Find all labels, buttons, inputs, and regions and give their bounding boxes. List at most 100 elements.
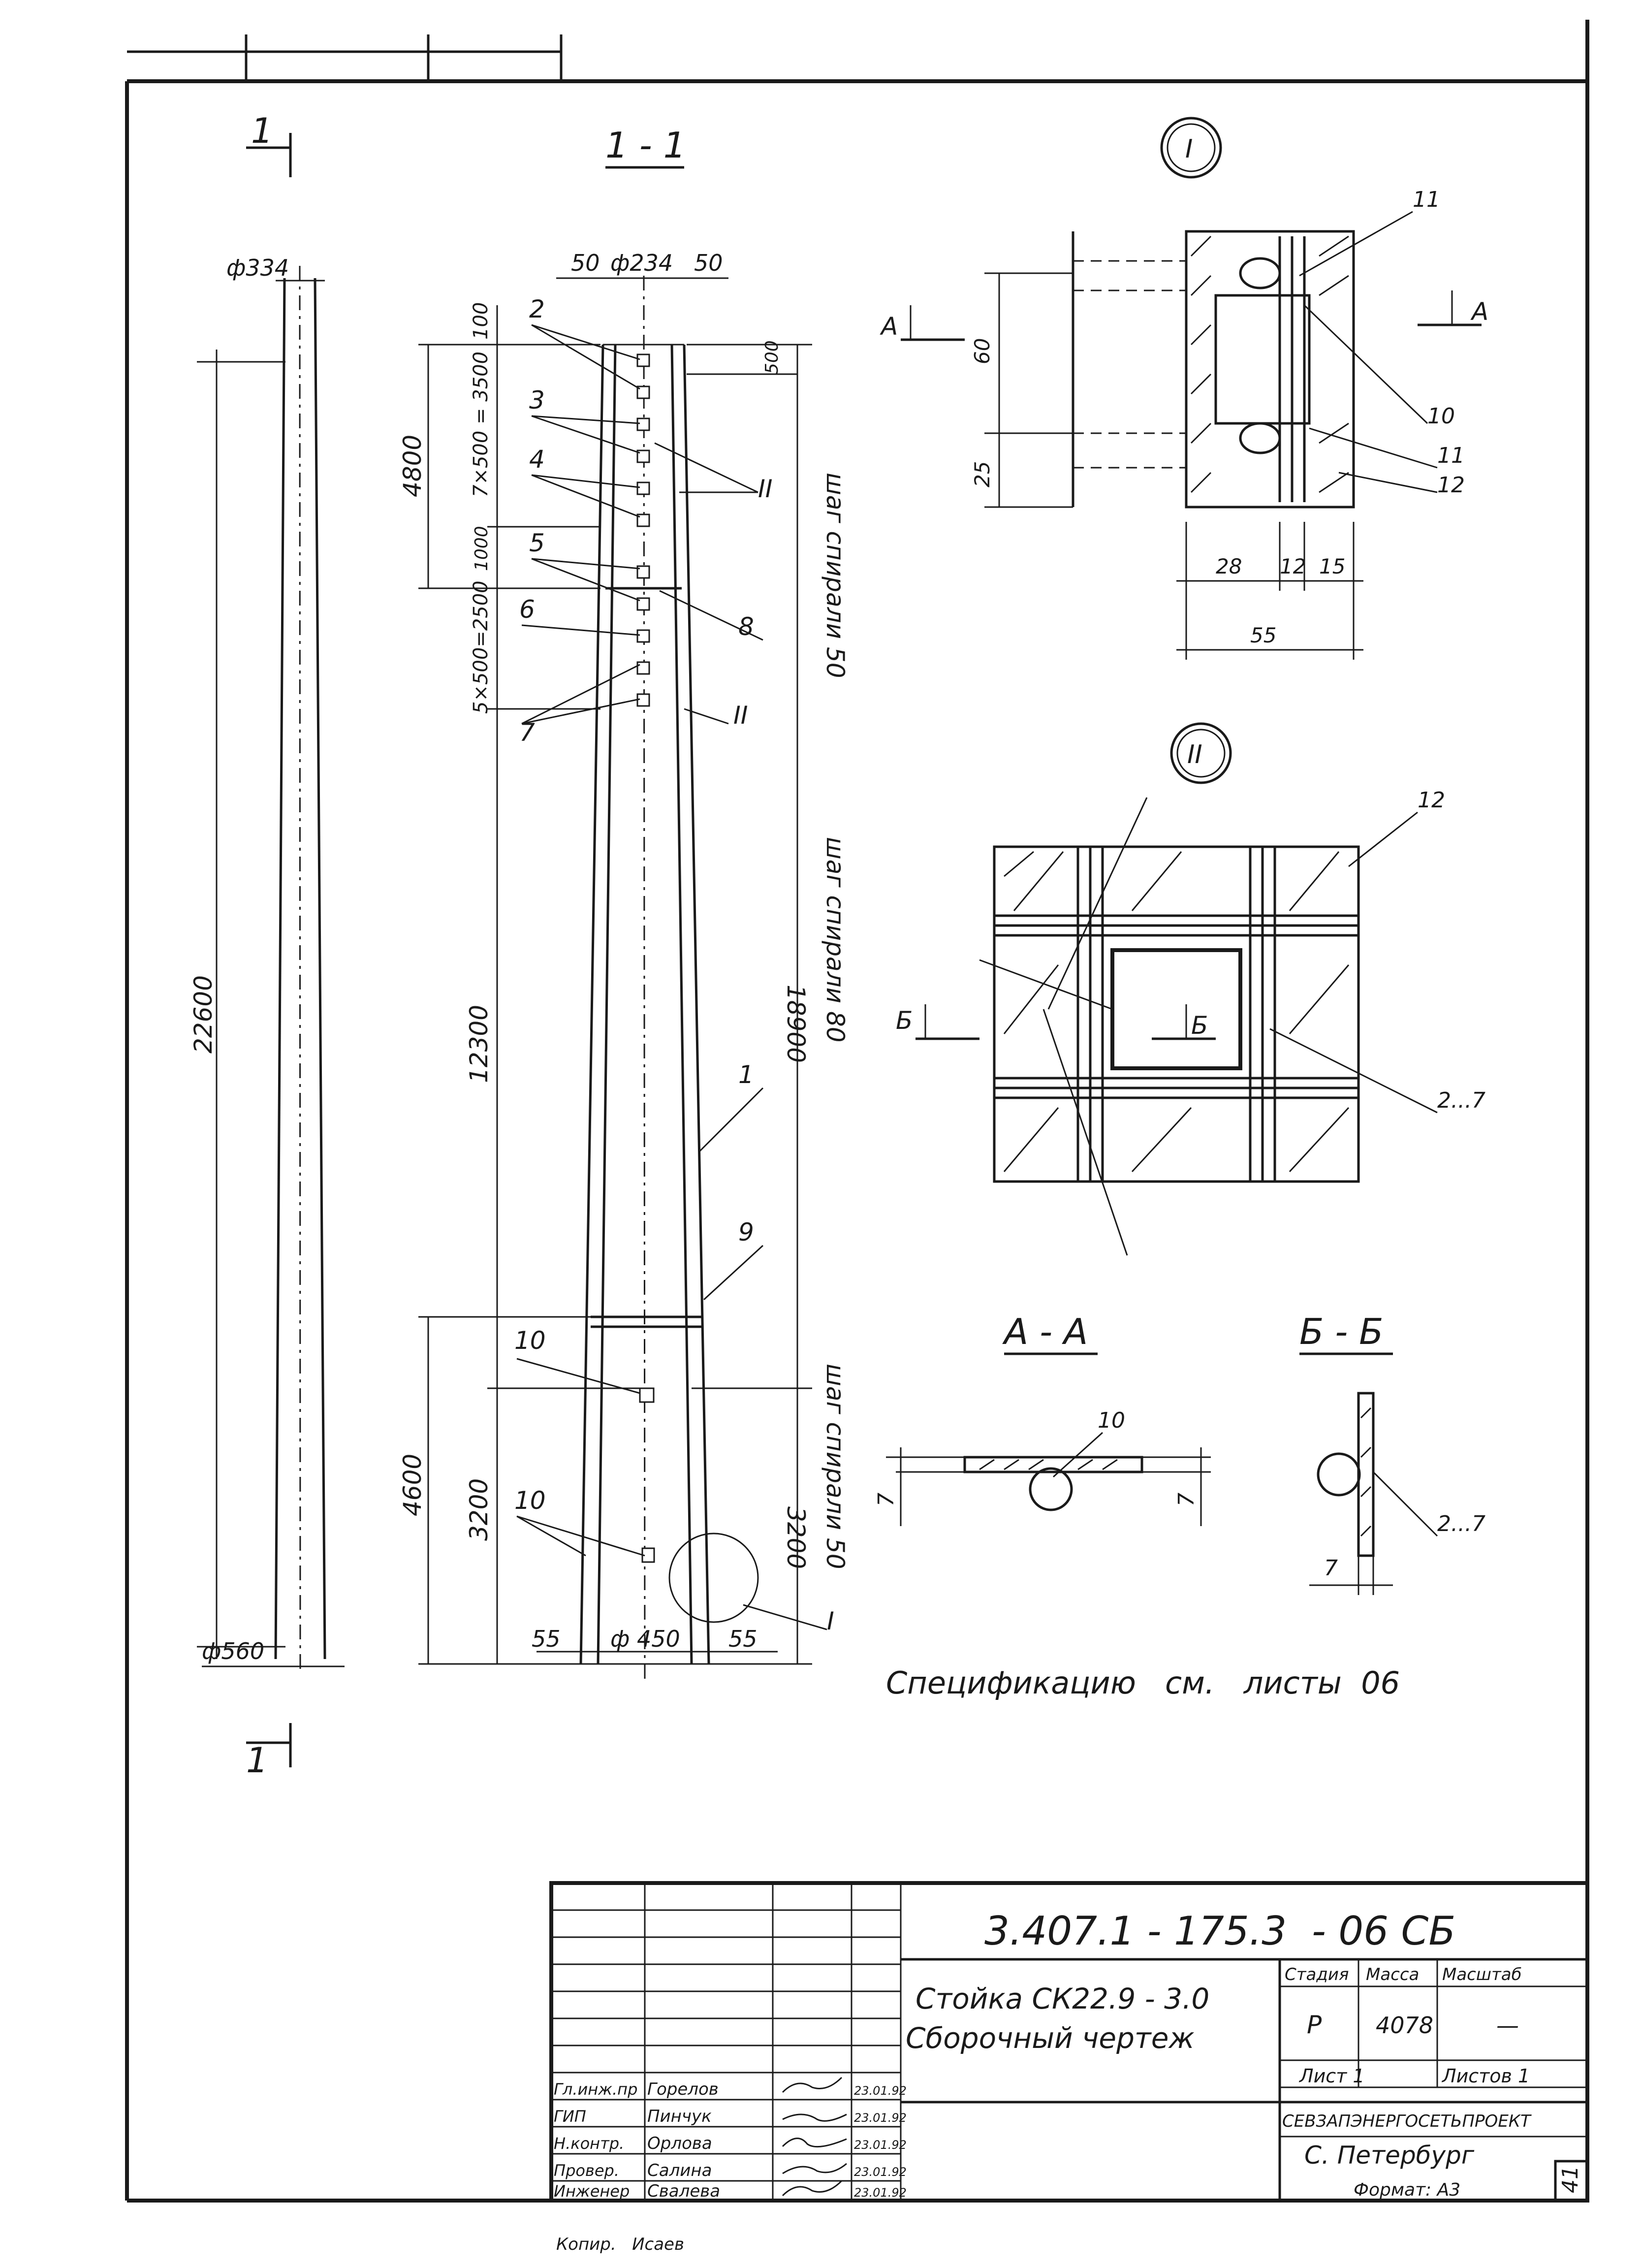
dim-right-3200: 3200 [782, 1506, 810, 1569]
detail-II: II [896, 722, 1485, 1256]
svg-text:ГИП: ГИП [554, 2107, 586, 2126]
svg-text:Гл.инж.пр: Гл.инж.пр [554, 2080, 637, 2099]
detail-I-callout-11-bottom: 11 [1437, 443, 1465, 468]
dim-top-dia: ф234 [610, 250, 673, 276]
detail-II-callout-2-7: 2...7 [1437, 1088, 1485, 1113]
sectionAA-dim-right: 7 [1174, 1493, 1199, 1506]
title-block: 3.407.1 - 175.3 - 06 СБ Стойка СК22.9 - … [549, 1881, 1589, 2254]
section11-title: 1 - 1 [605, 125, 686, 166]
sheet-value: Лист 1 [1298, 2065, 1365, 2087]
detail-I-dim-60: 60 [970, 338, 994, 364]
dim-right-500: 500 [762, 340, 782, 374]
callout-4: 4 [529, 445, 545, 474]
detail-II-callout-12: 12 [1418, 788, 1445, 813]
title-name-1: Стойка СК22.9 - 3.0 [916, 1982, 1209, 2015]
pole-view: 1 ф334 22600 ф560 1 [189, 111, 345, 1781]
detail-I-dim-25: 25 [970, 461, 994, 487]
view1-dia-top: ф334 [226, 255, 289, 281]
dim-bottom-left: 55 [532, 1626, 561, 1652]
svg-text:Горелов: Горелов [647, 2079, 719, 2099]
dim-left-100: 100 [470, 302, 492, 340]
callout-9: 9 [738, 1218, 754, 1246]
section-mark-bottom: 1 [246, 1740, 268, 1781]
title-name-2: Сборочный чертеж [906, 2021, 1195, 2055]
dim-left-7x500: 7×500 = 3500 [470, 351, 492, 497]
callout-10-upper: 10 [514, 1326, 546, 1355]
detail-I-dim-12: 12 [1280, 554, 1306, 578]
svg-text:Н.контр.: Н.контр. [554, 2134, 624, 2153]
sectionBB-callout-2-7: 2...7 [1437, 1511, 1485, 1536]
callout-10-lower: 10 [514, 1486, 546, 1515]
detail-I-label: I [1185, 134, 1193, 164]
svg-text:23.01.92: 23.01.92 [854, 2084, 907, 2098]
dim-right-18900: 18900 [782, 985, 810, 1063]
callout-2: 2 [529, 295, 545, 323]
sectionAA-callout-10: 10 [1098, 1408, 1125, 1433]
signature-rows: Гл.инж.пр Горелов 23.01.92 ГИП Пинчук 23… [554, 2076, 907, 2201]
svg-text:23.01.92: 23.01.92 [854, 2111, 907, 2125]
stage-value: Р [1307, 2011, 1322, 2039]
mass-header: Масса [1366, 1965, 1419, 1984]
doc-code: 3.407.1 - 175.3 - 06 СБ [984, 1908, 1455, 1954]
stage-header: Стадия [1285, 1965, 1349, 1984]
callout-II-lower: II [733, 701, 748, 730]
svg-text:Салина: Салина [647, 2161, 712, 2180]
sheets-value: Листов 1 [1441, 2065, 1530, 2087]
detail-I: I А А 11 [880, 117, 1488, 660]
spiral-step-50-top: шаг спирали 50 [821, 473, 850, 678]
sectionBB-dim-7: 7 [1324, 1556, 1338, 1581]
callouts-1-1: 2 3 4 5 6 7 8 1 9 10 10 [514, 295, 834, 1635]
view1-length: 22600 [189, 975, 218, 1054]
section-mark-top: 1 [251, 111, 273, 151]
callout-3: 3 [529, 386, 545, 415]
dim-left-12300: 12300 [465, 1005, 493, 1083]
dim-left-4800: 4800 [398, 435, 427, 497]
scale-value: — [1496, 2012, 1519, 2039]
detail-I-dim-15: 15 [1319, 554, 1345, 578]
org-name: СЕВЗАПЭНЕРГОСЕТЬПРОЕКТ [1282, 2111, 1532, 2131]
sectionAA-dim-left: 7 [874, 1493, 899, 1506]
copied-by: Копир. Исаев [556, 2235, 684, 2254]
svg-text:23.01.92: 23.01.92 [854, 2138, 907, 2152]
spec-note: Спецификацию см. листы 06 [886, 1665, 1400, 1701]
section-A-right: А [1470, 297, 1488, 326]
drawing-frame [125, 20, 1589, 2203]
spiral-step-80: шаг спирали 80 [821, 837, 850, 1043]
callout-II-upper: II [758, 475, 773, 503]
svg-text:Свалева: Свалева [647, 2181, 720, 2201]
detail-I-callout-10: 10 [1427, 404, 1455, 429]
svg-text:Инженер: Инженер [554, 2182, 630, 2201]
detail-II-label: II [1187, 740, 1202, 769]
city-name: С. Петербург [1304, 2141, 1475, 2170]
detail-I-dim-28: 28 [1216, 554, 1242, 578]
side-number: 41 [1558, 2166, 1583, 2193]
sectionAA-title: А - А [1002, 1311, 1088, 1352]
format-label: Формат: А3 [1354, 2180, 1460, 2200]
detail-I-callout-12: 12 [1437, 473, 1465, 498]
section-B-B: Б - Б 2...7 7 [1299, 1311, 1485, 1595]
callout-1: 1 [738, 1060, 754, 1089]
callout-8: 8 [738, 612, 754, 641]
section-B-inner: Б [1191, 1011, 1208, 1040]
embedded-plates [636, 353, 655, 1563]
callout-5: 5 [529, 529, 545, 557]
svg-text:Провер.: Провер. [554, 2161, 619, 2180]
view1-dia-bottom: ф560 [202, 1638, 264, 1664]
dim-left-5x500: 5×500=2500 [470, 580, 492, 714]
scale-header: Масштаб [1442, 1965, 1522, 1984]
mass-value: 4078 [1376, 2012, 1433, 2039]
callout-I: I [827, 1607, 834, 1635]
dim-left-4600: 4600 [398, 1454, 427, 1516]
side-number-box: 41 [1554, 2160, 1589, 2202]
dim-left-3200: 3200 [465, 1478, 493, 1541]
detail-I-callout-11-top: 11 [1413, 187, 1440, 212]
svg-text:23.01.92: 23.01.92 [854, 2186, 907, 2200]
svg-text:Пинчук: Пинчук [647, 2107, 712, 2126]
section-A-left: А [880, 312, 898, 341]
dim-left-1000: 1000 [472, 526, 492, 571]
dim-top-right: 50 [694, 250, 723, 276]
section-A-A: А - А 7 7 10 [874, 1311, 1211, 1526]
spiral-step-50-bottom: шаг спирали 50 [821, 1364, 850, 1569]
dim-top-left: 50 [571, 250, 600, 276]
